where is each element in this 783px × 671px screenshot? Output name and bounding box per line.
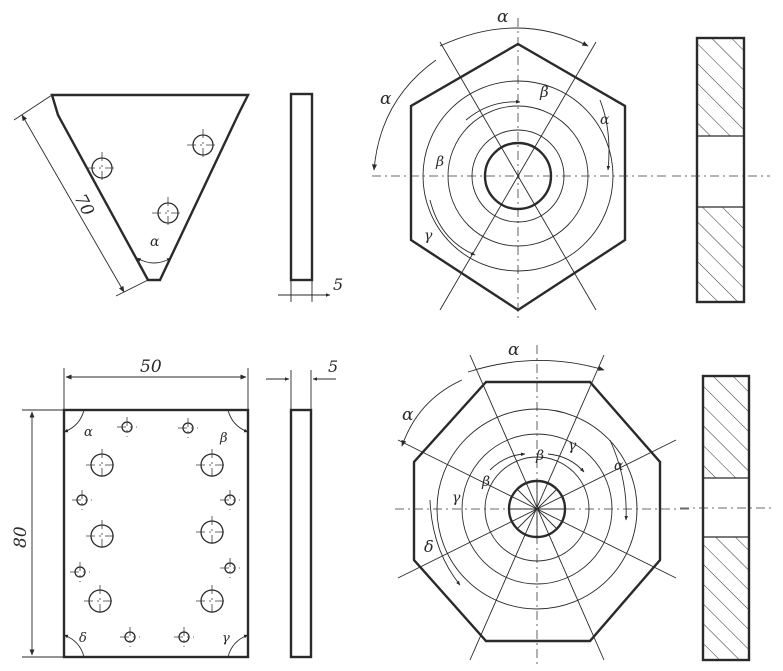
oct-angle-label-3: β xyxy=(481,474,490,490)
triangle-angle-label: α xyxy=(150,234,160,250)
octagon-plate-view: α α β β γ γ δ α xyxy=(395,340,690,666)
hex-angle-label-6: γ xyxy=(424,228,433,244)
plate-holes xyxy=(70,417,240,647)
hex-angle-label-1: α xyxy=(497,7,509,27)
triangle-hole-3 xyxy=(152,197,184,229)
plate-corner-label-tl: α xyxy=(84,425,93,440)
plate-dim-height: 80 xyxy=(11,526,31,548)
oct-angle-label-1: α xyxy=(508,340,520,360)
triangle-plate-view: α 70 xyxy=(13,93,250,297)
hexagon-section-view xyxy=(672,36,770,304)
plate-corner-label-bl: δ xyxy=(79,631,87,646)
oct-angle-label-6: γ xyxy=(568,438,577,454)
triangle-hole-1 xyxy=(86,152,118,184)
octagon-section-view xyxy=(680,374,775,662)
triangle-dim-side: 70 xyxy=(70,191,98,220)
triangle-side-view: 5 xyxy=(278,92,343,302)
hex-angle-label-5: β xyxy=(435,154,444,170)
hex-angle-label-4: α xyxy=(600,112,610,128)
rectangular-plate-view: 50 80 α β δ γ xyxy=(11,357,250,659)
hex-angle-label-2: α xyxy=(380,89,392,109)
plate-corner-label-br: γ xyxy=(222,631,230,646)
plate-dim-width: 50 xyxy=(140,357,162,377)
plate-corner-label-tr: β xyxy=(219,431,228,446)
oct-angle-label-8: α xyxy=(614,458,624,474)
bottom-thickness-dim: 5 xyxy=(328,357,338,376)
top-thickness-dim: 5 xyxy=(333,275,343,294)
hex-angle-label-3: β xyxy=(539,83,549,101)
plate-side-view: 5 xyxy=(266,357,338,659)
hexagon-plate-view: α α β α β γ xyxy=(371,7,668,318)
oct-angle-label-4: β xyxy=(535,448,544,464)
oct-angle-label-5: γ xyxy=(452,490,461,506)
triangle-hole-2 xyxy=(187,129,219,161)
oct-angle-label-2: α xyxy=(402,405,414,425)
oct-angle-label-7: δ xyxy=(424,537,434,556)
